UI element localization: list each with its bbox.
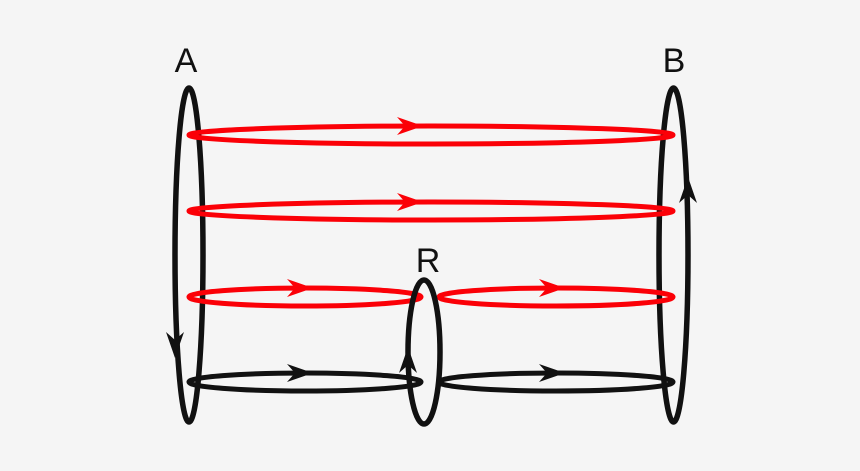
arrowhead-black-row-4-left [287, 364, 313, 382]
vertical-loop-group [166, 85, 697, 425]
vertical-loop-a [172, 85, 206, 425]
arrowhead-loop-a [166, 332, 184, 358]
node-labels-group: A B R [175, 42, 686, 280]
horizontal-loop-red-row-2-full [186, 199, 676, 223]
node-label-b: B [663, 42, 686, 80]
arrowhead-red-row-3-right [539, 279, 565, 297]
arrowhead-red-row-2-full [397, 193, 423, 211]
horizontal-loop-red-row-1-full [186, 123, 676, 147]
arrowhead-red-row-3-left [287, 279, 313, 297]
arrowhead-red-row-1-full [397, 117, 423, 135]
node-label-r: R [416, 242, 441, 280]
arrowhead-loop-b [679, 177, 697, 203]
r-loop-overlay-group [399, 277, 443, 427]
arrowhead-loop-r [399, 347, 417, 373]
vertical-loop-b [656, 85, 691, 425]
arrowhead-black-row-4-right [539, 364, 565, 382]
node-label-a: A [175, 42, 198, 80]
